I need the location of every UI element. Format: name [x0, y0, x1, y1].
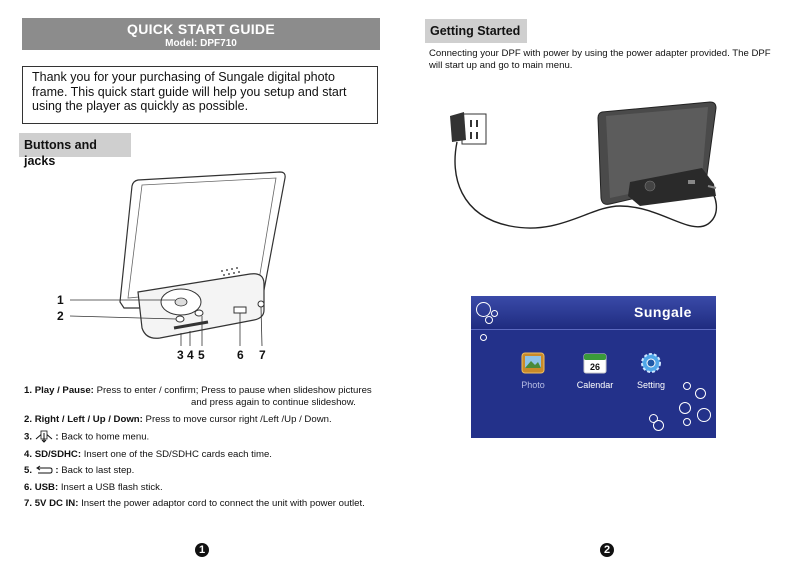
list-item: 2. Right / Left / Up / Down: Press to mo… [24, 413, 332, 425]
callout-7: 7 [259, 348, 266, 362]
app-label: Photo [521, 380, 545, 390]
buttons-heading: Buttons and jacks [19, 133, 131, 168]
list-item: 5. : Back to last step. [24, 465, 135, 476]
callout-3: 3 [177, 348, 184, 362]
screen-topbar: Sungale [471, 296, 716, 330]
callout-4: 4 [187, 348, 194, 362]
calendar-day: 26 [590, 362, 600, 372]
power-connection-illustration [450, 101, 717, 229]
model-label: Model: DPF710 [165, 38, 237, 49]
gear-icon [641, 353, 661, 373]
bubble-decor [679, 402, 691, 414]
bubble-decor [485, 316, 493, 324]
intro-box: Thank you for your purchasing of Sungale… [22, 66, 378, 124]
title-banner: QUICK START GUIDE Model: DPF710 [22, 18, 380, 50]
callout-1: 1 [57, 293, 64, 307]
brand-logo: Sungale [634, 304, 692, 320]
getting-started-heading: Getting Started [425, 19, 527, 43]
callout-2: 2 [57, 309, 64, 323]
page-number-right: 2 [600, 543, 614, 557]
bubble-decor [683, 382, 691, 390]
home-key-icon [35, 430, 53, 443]
bubble-decor [653, 420, 664, 431]
app-label: Setting [636, 380, 666, 390]
app-label: Calendar [576, 380, 614, 390]
list-item: 7. 5V DC IN: Insert the power adaptor co… [24, 498, 365, 509]
frame-illustration [69, 171, 286, 347]
calendar-icon: 26 [583, 353, 607, 374]
bubble-decor [697, 408, 711, 422]
bubble-decor [491, 310, 498, 317]
bubble-decor [476, 302, 491, 317]
bubble-decor [695, 388, 706, 399]
guide-title: QUICK START GUIDE [127, 21, 275, 37]
main-menu-screen: Sungale Photo 26 Calendar Setting [471, 296, 716, 438]
callout-6: 6 [237, 348, 244, 362]
list-item: 3. : Back to home menu. [24, 430, 150, 443]
getting-started-text: Connecting your DPF with power by using … [429, 48, 771, 71]
list-item: 6. USB: Insert a USB flash stick. [24, 481, 163, 493]
button-descriptions: 1. Play / Pause: Press to enter / confir… [24, 385, 394, 515]
list-item: 1. Play / Pause: Press to enter / confir… [24, 385, 372, 408]
bubble-decor [480, 334, 487, 341]
callout-5: 5 [198, 348, 205, 362]
app-setting[interactable]: Setting [621, 352, 681, 390]
photo-icon [521, 352, 545, 374]
app-calendar[interactable]: 26 Calendar [565, 352, 625, 390]
return-key-icon [35, 466, 53, 474]
app-photo[interactable]: Photo [503, 352, 563, 390]
list-item: 4. SD/SDHC: Insert one of the SD/SDHC ca… [24, 448, 272, 460]
page-number-left: 1 [195, 543, 209, 557]
bubble-decor [683, 418, 691, 426]
